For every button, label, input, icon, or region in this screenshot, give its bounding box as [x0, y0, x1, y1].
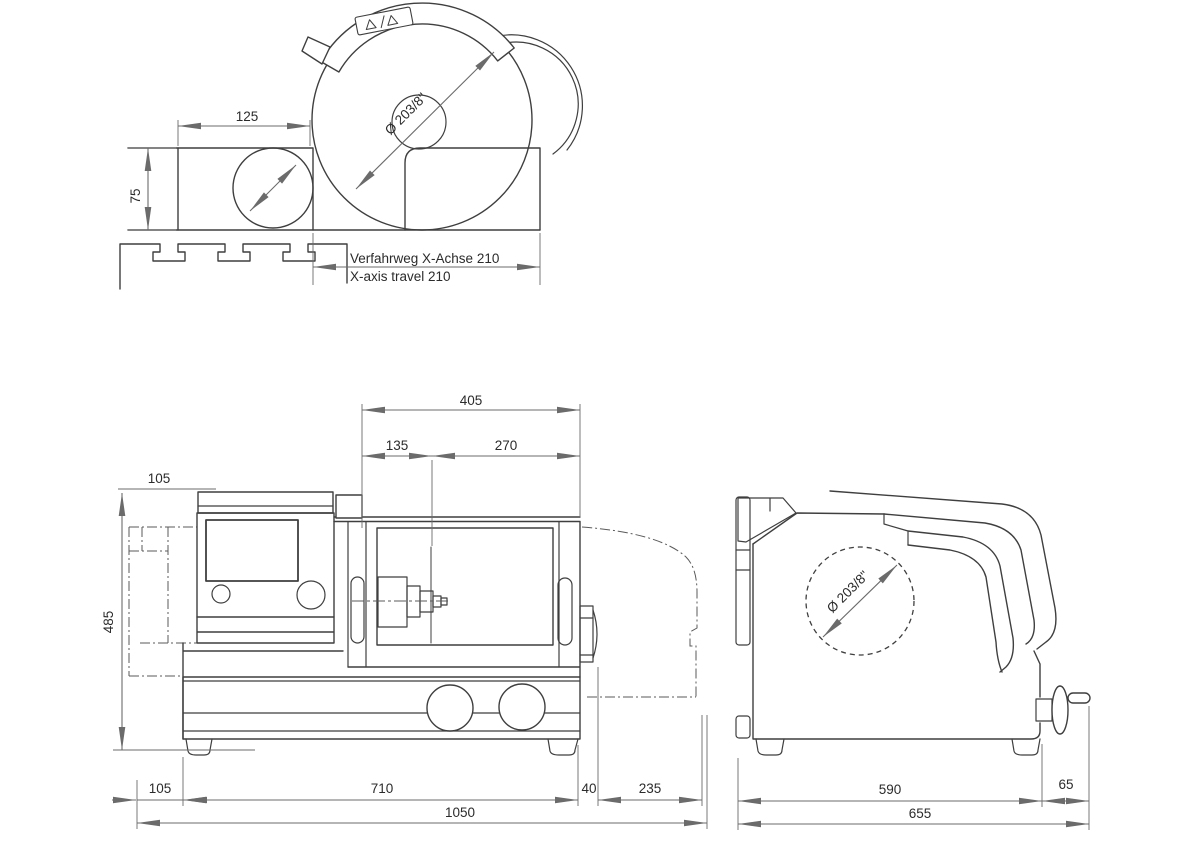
dim-485-label: 485 — [101, 611, 116, 634]
dim-710: 710 — [183, 745, 579, 806]
rear-panel — [735, 496, 751, 739]
motor-diameter-arrow — [249, 164, 297, 212]
top-view: Ø 203/8" 125 75 Verfahrweg X-Achse 210 X… — [119, 2, 584, 290]
dim-135-270: 135 270 — [362, 438, 580, 546]
chamber-latch — [579, 605, 598, 663]
column — [347, 521, 367, 668]
top-rear-block — [737, 497, 797, 543]
box-baseline — [127, 147, 541, 231]
dim-405: 405 — [361, 393, 581, 528]
dim-590: 590 — [737, 744, 1043, 830]
dim-105-base: 105 — [112, 757, 208, 829]
body-left-edge — [182, 642, 344, 740]
hand-crank — [1035, 685, 1091, 735]
body-top-edge — [333, 516, 581, 523]
front-view: 405 135 270 105 485 105 — [101, 393, 708, 829]
chamber-door — [376, 527, 554, 646]
phantom-outline-left — [128, 526, 197, 677]
dim-125: 125 — [177, 109, 311, 146]
side-diameter-arrow — [822, 564, 898, 638]
dim-wheel-dia-side-label: Ø 203/8" — [824, 568, 872, 616]
dim-270-label: 270 — [495, 438, 518, 453]
dim-75: 75 — [128, 147, 176, 231]
tslot-table — [119, 243, 348, 290]
base-knob-right — [498, 683, 546, 731]
side-foot-left — [755, 738, 785, 756]
base-knob-left — [426, 684, 474, 732]
door-slot — [557, 577, 573, 646]
machine-base — [182, 676, 581, 756]
side-body — [752, 512, 1041, 756]
column-slot — [350, 576, 365, 644]
side-view: Ø 203/8" 590 65 655 — [735, 490, 1091, 830]
dim-105-base-label: 105 — [149, 781, 172, 796]
display-screen — [205, 519, 299, 582]
side-foot-right — [1011, 738, 1041, 756]
console — [196, 491, 335, 644]
x-travel-label-en: X-axis travel 210 — [350, 269, 451, 284]
control-knob — [296, 580, 326, 610]
dim-710-label: 710 — [371, 781, 394, 796]
motor-circle — [232, 147, 314, 229]
power-button — [211, 584, 231, 604]
dim-655: 655 — [738, 806, 1089, 828]
dim-135-label: 135 — [386, 438, 409, 453]
phantom-outline-right — [581, 526, 698, 698]
dim-x-travel: Verfahrweg X-Achse 210 X-axis travel 210 — [312, 233, 541, 285]
dim-105-top-label: 105 — [148, 471, 171, 486]
dim-40: 40 — [581, 667, 599, 806]
dim-40-label: 40 — [581, 781, 596, 796]
cutting-chamber — [347, 521, 598, 678]
wheel-cover — [320, 2, 515, 73]
spindle — [352, 576, 450, 628]
dim-485: 485 — [101, 493, 255, 751]
dim-65-label: 65 — [1058, 777, 1073, 792]
dim-235: 235 — [598, 715, 708, 829]
dim-590-label: 590 — [879, 782, 902, 797]
front-foot-left — [185, 738, 213, 756]
dim-405-label: 405 — [460, 393, 483, 408]
top-small-block — [335, 494, 363, 519]
hood — [829, 490, 1057, 673]
dim-65: 65 — [1042, 706, 1090, 830]
dim-655-label: 655 — [909, 806, 932, 821]
dim-1050: 1050 — [137, 805, 707, 827]
dim-105-top: 105 — [118, 471, 216, 490]
dim-125-label: 125 — [236, 109, 259, 124]
clamp-arcs — [493, 34, 584, 155]
dashed-wheel-circle — [805, 546, 915, 656]
x-travel-label-de: Verfahrweg X-Achse 210 — [350, 251, 499, 266]
dim-75-label: 75 — [128, 188, 143, 203]
dim-1050-label: 1050 — [445, 805, 475, 820]
dim-235-label: 235 — [639, 781, 662, 796]
front-foot-right — [547, 738, 579, 756]
cover-tab — [301, 36, 331, 65]
dim-wheel-dia-top-label: Ø 203/8" — [382, 90, 430, 138]
wheel-diameter-arrow — [355, 51, 495, 190]
warning-label-icon — [354, 6, 414, 36]
